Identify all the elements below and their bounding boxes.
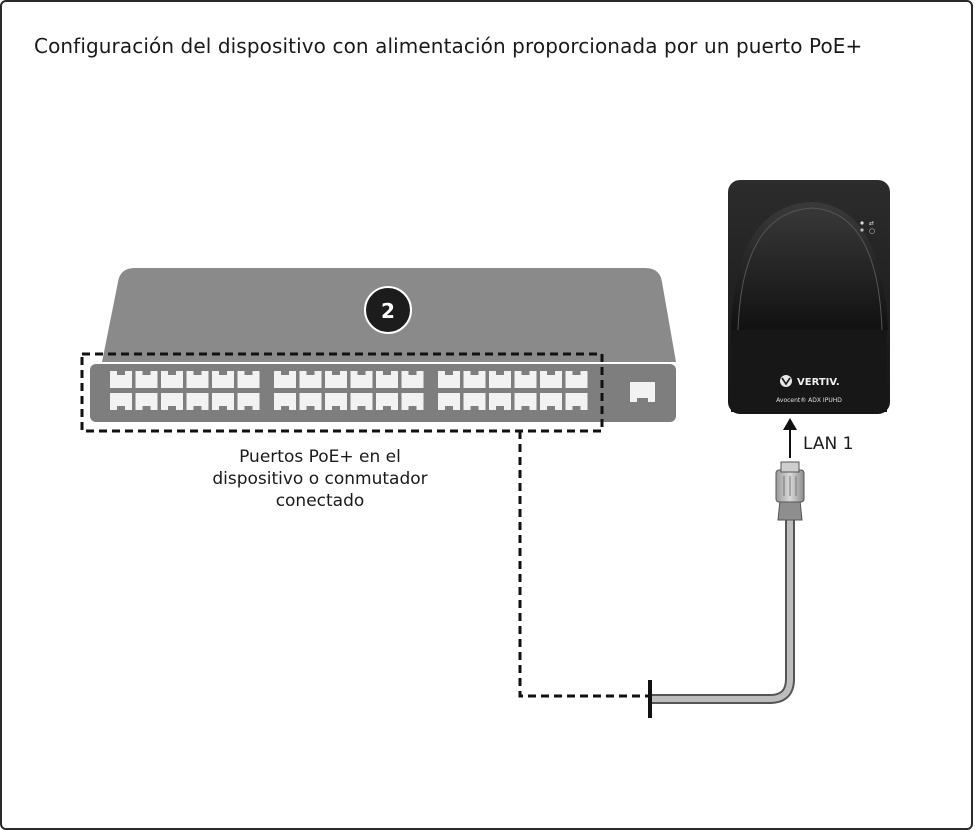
port-latch <box>142 406 151 410</box>
poe-port <box>274 393 296 410</box>
poe-port <box>489 393 511 410</box>
status-led-icon <box>860 221 864 225</box>
port-latch <box>244 371 253 375</box>
port-latch <box>193 406 202 410</box>
poe-port <box>376 371 398 388</box>
port-latch <box>168 371 176 375</box>
ethernet-cable <box>652 520 795 704</box>
callout-badge: 2 <box>364 286 412 334</box>
svg-text:⇄: ⇄ <box>869 220 874 227</box>
poe-port <box>540 393 562 410</box>
poe-port <box>186 393 209 410</box>
poe-port <box>401 371 424 388</box>
poe-port <box>161 393 183 410</box>
poe-port <box>565 393 588 410</box>
poe-port <box>514 371 537 388</box>
port-latch <box>219 371 227 375</box>
port-latch <box>445 371 453 375</box>
port-latch <box>547 406 555 410</box>
port-latch <box>521 371 530 375</box>
device-brand: VERTIV. <box>797 377 840 388</box>
port-latch <box>408 371 417 375</box>
port-latch <box>117 406 125 410</box>
poe-port <box>376 393 398 410</box>
poe-port <box>514 393 537 410</box>
rj45-plug <box>775 461 805 521</box>
ports-caption-line: conectado <box>275 491 365 511</box>
port-latch <box>306 406 315 410</box>
port-latch <box>332 371 340 375</box>
poe-port <box>237 393 260 410</box>
port-latch <box>357 371 366 375</box>
poe-port <box>274 371 296 388</box>
poe-port <box>540 371 562 388</box>
ports-caption: Puertos PoE+ en el dispositivo o conmuta… <box>190 446 450 512</box>
poe-port <box>438 393 460 410</box>
lan-arrowhead <box>783 418 797 430</box>
poe-port <box>463 393 486 410</box>
poe-port <box>350 393 373 410</box>
port-latch <box>470 406 479 410</box>
poe-port <box>299 393 322 410</box>
poe-port <box>212 393 234 410</box>
port-latch <box>470 371 479 375</box>
poe-port <box>438 371 460 388</box>
port-latch <box>306 371 315 375</box>
port-latch <box>219 406 227 410</box>
port-latch <box>572 406 581 410</box>
callout-number: 2 <box>381 299 395 323</box>
poe-port <box>237 371 260 388</box>
port-latch <box>521 406 530 410</box>
port-latch <box>281 371 289 375</box>
lan-label: LAN 1 <box>803 434 854 454</box>
port-latch <box>408 406 417 410</box>
poe-port <box>135 371 158 388</box>
switch-port-grid <box>110 371 588 410</box>
port-latch <box>142 371 151 375</box>
port-latch <box>244 406 253 410</box>
ports-caption-line: dispositivo o conmutador <box>212 469 428 489</box>
svg-text:○: ○ <box>869 227 875 235</box>
kvm-device: ⇄ ○ VERTIV. Avocent® ADX IPUHD <box>728 180 890 414</box>
poe-port <box>110 393 132 410</box>
port-latch <box>547 371 555 375</box>
port-latch <box>193 371 202 375</box>
port-latch <box>357 406 366 410</box>
poe-ports-highlight <box>80 352 604 433</box>
power-led-icon <box>860 228 864 232</box>
device-model: Avocent® ADX IPUHD <box>776 397 842 404</box>
poe-port <box>401 393 424 410</box>
ports-caption-line: Puertos PoE+ en el <box>239 447 401 467</box>
port-latch <box>383 371 391 375</box>
dashed-connection-line <box>518 431 648 698</box>
port-latch <box>572 371 581 375</box>
vertiv-logo-icon <box>780 375 792 387</box>
uplink-port <box>630 382 655 403</box>
poe-port <box>299 371 322 388</box>
port-latch <box>332 406 340 410</box>
poe-port <box>350 371 373 388</box>
poe-port <box>135 393 158 410</box>
poe-port <box>186 371 209 388</box>
port-latch <box>383 406 391 410</box>
port-latch <box>445 406 453 410</box>
port-latch <box>496 371 504 375</box>
poe-port <box>161 371 183 388</box>
poe-port <box>325 393 347 410</box>
port-latch <box>281 406 289 410</box>
poe-port <box>110 371 132 388</box>
poe-port <box>565 371 588 388</box>
port-latch <box>168 406 176 410</box>
poe-port <box>212 371 234 388</box>
poe-port <box>325 371 347 388</box>
device-dome <box>731 202 888 330</box>
port-latch <box>496 406 504 410</box>
diagram-title: Configuración del dispositivo con alimen… <box>34 34 863 58</box>
poe-port <box>463 371 486 388</box>
poe-port <box>489 371 511 388</box>
port-latch <box>117 371 125 375</box>
